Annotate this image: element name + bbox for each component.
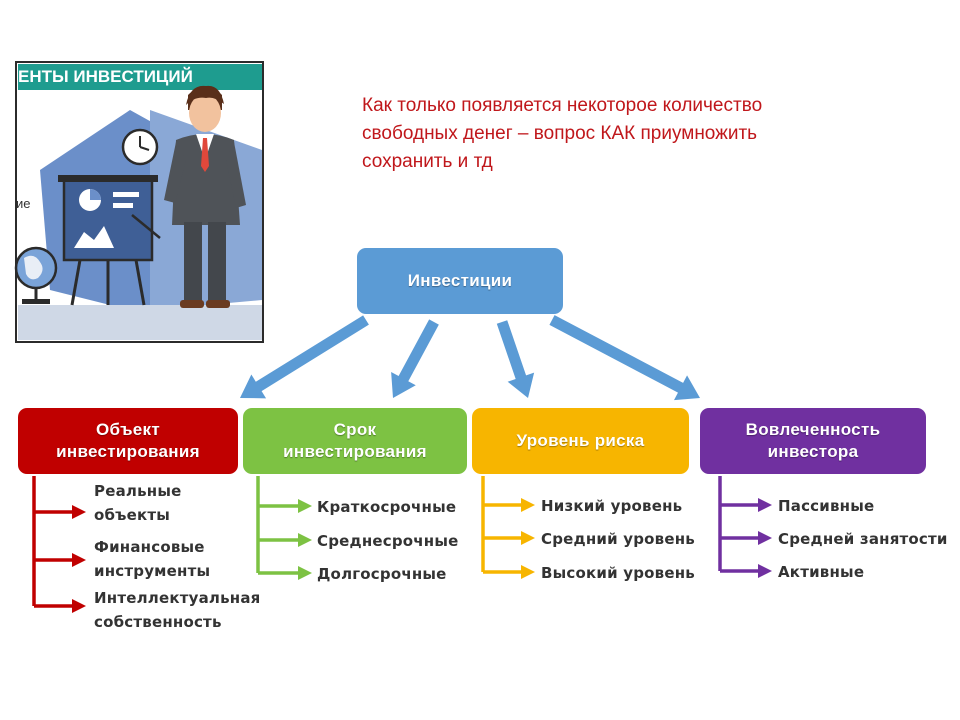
root-arrows [240,315,700,401]
arrow-shape [240,315,369,399]
list-item: Пассивные [778,497,875,515]
arrowhead-icon [298,499,312,513]
arrow-shape [391,319,439,398]
illustration-banner-text: ЕНТЫ ИНВЕСТИЦИЙ [18,67,193,86]
category-label-line: Уровень риска [516,431,645,450]
list-item: Интеллектуальная собственность [94,589,261,631]
category-label-line: Срок [333,420,377,439]
note-line: сохранить и тд [362,151,493,172]
arrowhead-icon [758,564,772,578]
list-item: Средней занятости [778,530,948,548]
list-item: Финансовые инструменты [94,538,211,580]
category-label-line: инвестирования [56,442,200,461]
category-term: Срок инвестирования [243,408,467,474]
category-label-line: Вовлеченность [745,420,881,439]
investment-illustration [14,61,264,343]
note-line: свободных денег – вопрос КАК приумножить [362,123,758,144]
category-label-line: Объект [96,420,160,439]
globe-icon [14,246,58,304]
presentation-board-icon [58,175,161,306]
arrowhead-icon [758,531,772,545]
businessman-icon [164,85,246,308]
root-node-investments: Инвестиции [357,248,563,314]
list-item: Средний уровень [541,530,695,548]
root-node-label: Инвестиции [407,271,513,290]
arrowhead-icon [521,531,535,545]
list-item: Долгосрочные [317,565,447,583]
floor [18,305,262,340]
list-item: Краткосрочные [317,498,457,516]
illustration-side-text: ие [16,196,31,211]
arrowhead-icon [72,505,86,519]
illustration-banner [18,64,262,90]
category-risk: Уровень риска [472,408,689,474]
category-label-line: инвестирования [283,442,427,461]
arrowhead-icon [298,566,312,580]
branch-connectors [32,476,772,613]
list-item: Среднесрочные [317,532,459,550]
note-text: Как только появляется некоторое количест… [362,92,862,176]
list-item: Реальные объекты [94,482,182,524]
category-label-line: инвестора [767,442,859,461]
arrowhead-icon [72,599,86,613]
arrowhead-icon [521,565,535,579]
arrowhead-icon [72,553,86,567]
list-item: Низкий уровень [541,497,683,515]
arrow-shape [549,315,700,401]
category-involvement: Вовлеченность инвестора [700,408,926,474]
arrow-shape [496,320,535,398]
arrowhead-icon [521,498,535,512]
arrowhead-icon [298,533,312,547]
list-item: Высокий уровень [541,564,695,582]
category-object: Объект инвестирования [18,408,238,474]
list-item: Активные [778,563,865,581]
note-line: Как только появляется некоторое количест… [362,95,763,116]
arrowhead-icon [758,498,772,512]
